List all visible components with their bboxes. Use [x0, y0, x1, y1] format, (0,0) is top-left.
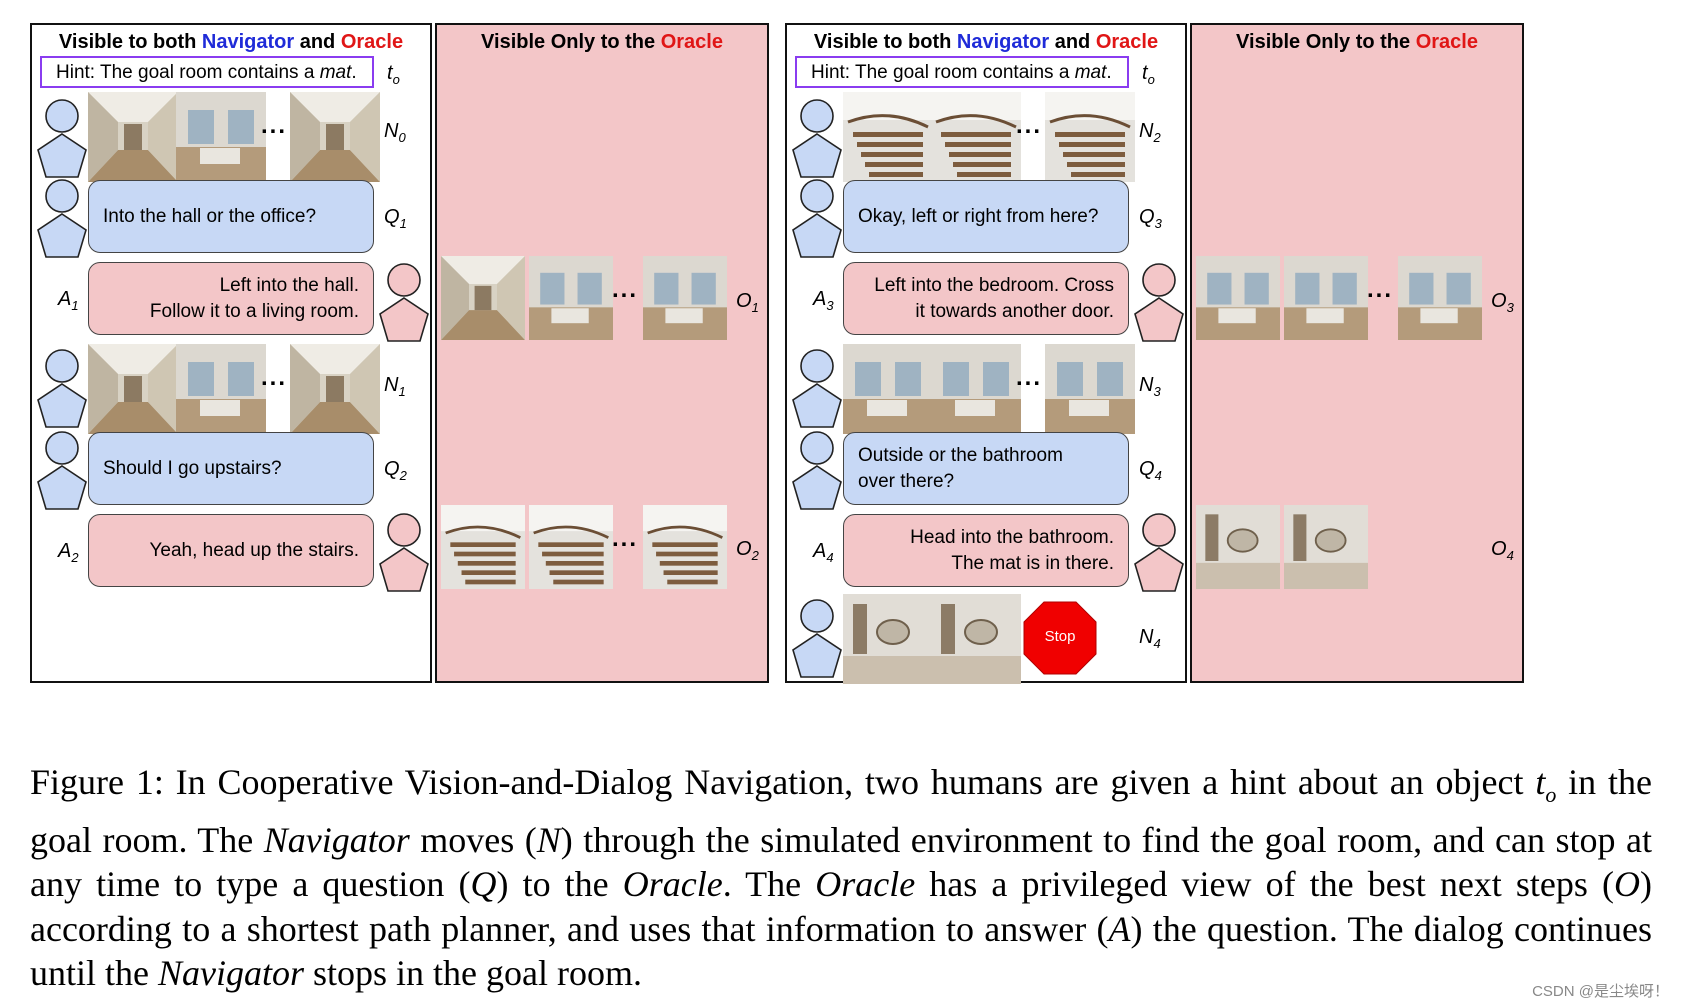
- label-n2: N2: [1139, 120, 1161, 145]
- oracle-view-image: [441, 256, 525, 340]
- oracle-avatar: [1131, 262, 1187, 344]
- stop-label: Stop: [1044, 628, 1076, 645]
- navigator-avatar: [789, 598, 845, 680]
- ellipsis: ...: [1016, 112, 1043, 139]
- oracle-avatar: [1131, 512, 1187, 594]
- oracle-view-image: [1196, 505, 1280, 589]
- label-q4: Q4: [1139, 458, 1162, 483]
- answer-bubble: Left into the bedroom. Cross it towards …: [843, 262, 1129, 335]
- label-o2: O2: [736, 538, 759, 563]
- navigator-view-image: [176, 344, 266, 434]
- navigator-view-image: [290, 92, 380, 182]
- navigator-view-image: [88, 92, 178, 182]
- oracle-view-image: [529, 505, 613, 589]
- answer-bubble: Left into the hall. Follow it to a livin…: [88, 262, 374, 335]
- panel-title-shared: Visible to both Navigator and Oracle: [813, 31, 1159, 53]
- question-bubble: Should I go upstairs?: [88, 432, 374, 505]
- oracle-view-image: [1398, 256, 1482, 340]
- navigator-avatar: [789, 430, 845, 512]
- oracle-avatar: [376, 512, 432, 594]
- question-text: Outside or the bathroom over there?: [858, 444, 1063, 492]
- oracle-avatar: [376, 262, 432, 344]
- label-a4: A4: [813, 540, 834, 565]
- oracle-view-image: [1284, 256, 1368, 340]
- label-n0: N0: [384, 120, 406, 145]
- ellipsis: ...: [261, 112, 288, 139]
- question-bubble: Okay, left or right from here?: [843, 180, 1129, 253]
- label-n1: N1: [384, 374, 406, 399]
- oracle-view-image: [643, 256, 727, 340]
- navigator-avatar: [789, 98, 845, 180]
- navigator-avatar: [34, 348, 90, 430]
- answer-bubble: Head into the bathroom. The mat is in th…: [843, 514, 1129, 587]
- ellipsis: ...: [612, 525, 639, 552]
- navigator-avatar: [789, 348, 845, 430]
- label-o4: O4: [1491, 538, 1514, 563]
- oracle-view-image: [441, 505, 525, 589]
- label-a1: A1: [58, 288, 79, 313]
- navigator-view-image: [290, 344, 380, 434]
- label-a3: A3: [813, 288, 834, 313]
- answer-text: Yeah, head up the stairs.: [149, 539, 359, 561]
- navigator-view-image: [843, 92, 933, 182]
- label-q2: Q2: [384, 458, 407, 483]
- navigator-view-image: [1045, 344, 1135, 434]
- question-text: Okay, left or right from here?: [858, 205, 1099, 227]
- ellipsis: ...: [612, 276, 639, 303]
- navigator-view-image: [931, 594, 1021, 684]
- hint-box: Hint: The goal room contains a mat.: [795, 56, 1129, 88]
- hint-box: Hint: The goal room contains a mat.: [40, 56, 374, 88]
- answer-text: Left into the hall. Follow it to a livin…: [149, 274, 359, 322]
- oracle-view-image: [643, 505, 727, 589]
- label-q3: Q3: [1139, 206, 1162, 231]
- navigator-view-image: [931, 92, 1021, 182]
- navigator-view-image: [843, 594, 933, 684]
- navigator-view-image: [1045, 92, 1135, 182]
- question-bubble: Outside or the bathroom over there?: [843, 432, 1129, 505]
- navigator-avatar: [789, 178, 845, 260]
- answer-bubble: Yeah, head up the stairs.: [88, 514, 374, 587]
- panel-title-oracle-only: Visible Only to the Oracle: [481, 31, 723, 53]
- question-text: Into the hall or the office?: [103, 205, 317, 227]
- navigator-view-image: [843, 344, 933, 434]
- answer-text: Head into the bathroom. The mat is in th…: [910, 526, 1114, 574]
- figure-caption: Figure 1: In Cooperative Vision-and-Dial…: [30, 762, 1652, 994]
- question-text: Should I go upstairs?: [103, 457, 282, 479]
- navigator-avatar: [34, 178, 90, 260]
- navigator-avatar: [34, 430, 90, 512]
- ellipsis: ...: [261, 364, 288, 391]
- panel-title-oracle-only: Visible Only to the Oracle: [1236, 31, 1478, 53]
- panel-title-shared: Visible to both Navigator and Oracle: [58, 31, 404, 53]
- label-n3: N3: [1139, 374, 1161, 399]
- answer-text: Left into the bedroom. Cross it towards …: [874, 274, 1114, 322]
- label-o3: O3: [1491, 290, 1514, 315]
- label-a2: A2: [58, 540, 79, 565]
- oracle-view-image: [1284, 505, 1368, 589]
- label-n4: N4: [1139, 626, 1161, 651]
- ellipsis: ...: [1367, 276, 1394, 303]
- oracle-view-image: [529, 256, 613, 340]
- question-bubble: Into the hall or the office?: [88, 180, 374, 253]
- stop-sign-icon: [1023, 601, 1097, 675]
- ellipsis: ...: [1016, 364, 1043, 391]
- label-q1: Q1: [384, 206, 407, 231]
- watermark: CSDN @是尘埃呀！: [1532, 983, 1669, 1000]
- navigator-view-image: [176, 92, 266, 182]
- label-t-o: to: [387, 62, 400, 87]
- navigator-avatar: [34, 98, 90, 180]
- oracle-view-image: [1196, 256, 1280, 340]
- navigator-view-image: [931, 344, 1021, 434]
- label-o1: O1: [736, 290, 759, 315]
- label-t-o: to: [1142, 62, 1155, 87]
- navigator-view-image: [88, 344, 178, 434]
